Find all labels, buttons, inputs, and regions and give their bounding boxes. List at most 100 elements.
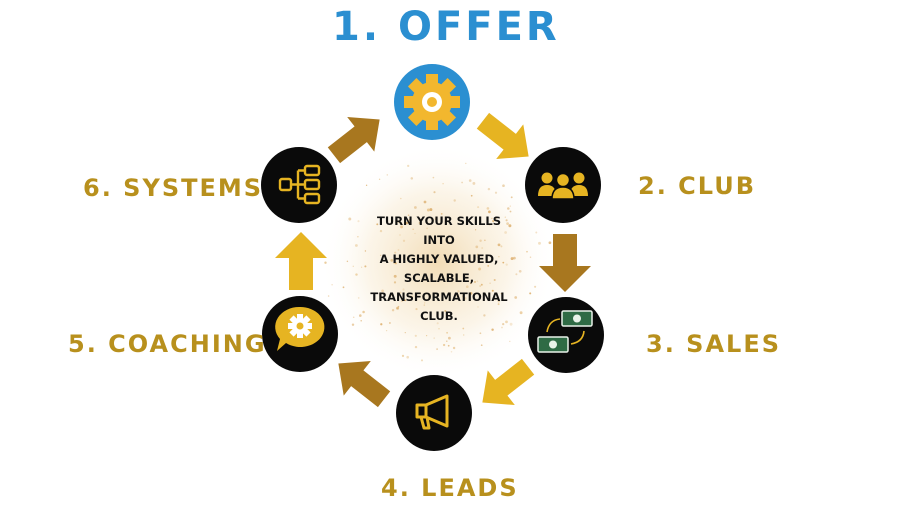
sparkle-dot: [351, 323, 355, 326]
sparkle-dot: [379, 229, 383, 233]
sparkle-dot: [324, 261, 327, 264]
sparkle-dot: [426, 208, 430, 212]
sparkle-dot: [448, 336, 451, 340]
sparkle-dot: [361, 266, 363, 268]
sparkle-dot: [469, 282, 472, 285]
arrow-offer-to-club: [476, 112, 529, 160]
sparkle-dot: [476, 253, 479, 256]
group-icon: [538, 172, 588, 200]
sparkle-dot: [489, 282, 491, 284]
sparkle-dot: [394, 251, 397, 254]
sparkle-dot: [380, 323, 383, 326]
sparkle-dot: [465, 285, 469, 289]
sparkle-dot: [500, 292, 503, 295]
sparkle-dot: [394, 262, 397, 265]
sparkle-dot: [468, 179, 472, 182]
sparkle-dot: [514, 296, 518, 299]
sparkle-dot: [479, 239, 482, 243]
sparkle-dot: [346, 260, 349, 263]
sparkle-dot: [502, 322, 505, 326]
sparkle-dot: [394, 257, 397, 260]
sparkle-dot: [360, 319, 362, 322]
sparkle-dot: [342, 286, 345, 289]
step-label-club: 2. CLUB: [638, 172, 757, 200]
sparkle-dot: [385, 329, 388, 332]
sparkle-dot: [428, 294, 431, 297]
sparkle-dot: [447, 344, 450, 347]
node-coaching: [262, 296, 338, 372]
step-label-systems: 6. SYSTEMS: [83, 174, 264, 202]
sparkle-dot: [483, 314, 486, 317]
sparkle-dot: [438, 328, 440, 330]
sparkle-dot: [399, 291, 402, 294]
sparkle-dot: [446, 331, 448, 334]
center-glow: [320, 144, 556, 380]
tagline-line: A HIGHLY VALUED,: [379, 252, 499, 266]
sparkle-dot: [504, 216, 506, 218]
sparkle-dot: [505, 263, 508, 266]
sparkle-dot: [457, 290, 460, 293]
arrow-systems-to-offer: [327, 116, 380, 164]
sparkle-dot: [477, 306, 479, 308]
sparkle-dot: [397, 220, 400, 223]
sparkle-dot: [433, 191, 436, 194]
sparkle-dot: [404, 331, 406, 334]
sparkle-dot: [487, 187, 491, 191]
sparkle-dot: [476, 280, 479, 282]
money-exchange-icon: [537, 310, 593, 353]
sparkle-dot: [515, 273, 518, 276]
sparkle-dot: [538, 241, 541, 245]
sparkle-dot: [410, 177, 414, 180]
sparkle-dot: [519, 311, 523, 315]
sparkle-dot: [505, 320, 508, 324]
node-offer: [394, 64, 470, 140]
sparkle-dot: [364, 250, 367, 252]
sparkle-dot: [388, 322, 391, 324]
arrow-leads-to-coaching: [338, 360, 391, 408]
sparkle-dot: [475, 229, 477, 231]
sparkle-dot: [418, 221, 422, 225]
sparkle-dot: [477, 206, 480, 209]
sparkle-dot: [352, 316, 355, 319]
sparkle-dot: [381, 289, 384, 293]
megaphone-icon: [415, 394, 449, 430]
sparkle-dot: [391, 294, 394, 296]
sparkle-dot: [391, 309, 395, 312]
sparkle-dot: [529, 292, 532, 295]
sparkle-dot: [535, 231, 538, 234]
node-club: [525, 147, 601, 223]
sparkle-dot: [404, 299, 407, 302]
sparkle-dot: [415, 308, 418, 311]
sparkle-dot: [478, 261, 480, 263]
sparkle-dot: [472, 181, 476, 185]
sparkle-dot: [504, 231, 507, 234]
step-label-coaching: 5. COACHING: [68, 330, 267, 358]
sparkle-dot: [481, 247, 484, 249]
sparkle-dot: [452, 346, 456, 350]
sparkle-dot: [509, 322, 513, 326]
sparkle-dot: [429, 208, 433, 212]
gear-speech-bubble-icon: [275, 306, 325, 351]
sparkle-dot: [364, 265, 367, 268]
sparkle-dot: [352, 265, 354, 267]
sparkle-dot: [508, 224, 512, 228]
tagline-line: CLUB.: [420, 309, 458, 323]
sparkle-dot: [484, 239, 486, 242]
sparkle-dot: [399, 197, 402, 200]
sparkle-dot: [480, 344, 483, 347]
sparkle-dot: [470, 194, 473, 197]
sparkle-dot: [401, 300, 403, 302]
sparkle-dot: [442, 343, 446, 347]
arrow-coaching-to-systems: [275, 232, 327, 290]
sparkle-dot: [465, 162, 467, 165]
sparkle-dot: [493, 278, 496, 282]
sparkle-dot: [412, 228, 414, 230]
sparkle-dot: [414, 334, 417, 337]
arrow-club-to-sales: [539, 234, 591, 292]
sparkle-dot: [502, 261, 505, 264]
sparkle-dot: [487, 265, 490, 267]
sparkle-dot: [469, 292, 473, 295]
tagline-line: INTO: [423, 233, 455, 247]
node-sales: [528, 297, 604, 373]
sparkle-dot: [426, 227, 428, 230]
